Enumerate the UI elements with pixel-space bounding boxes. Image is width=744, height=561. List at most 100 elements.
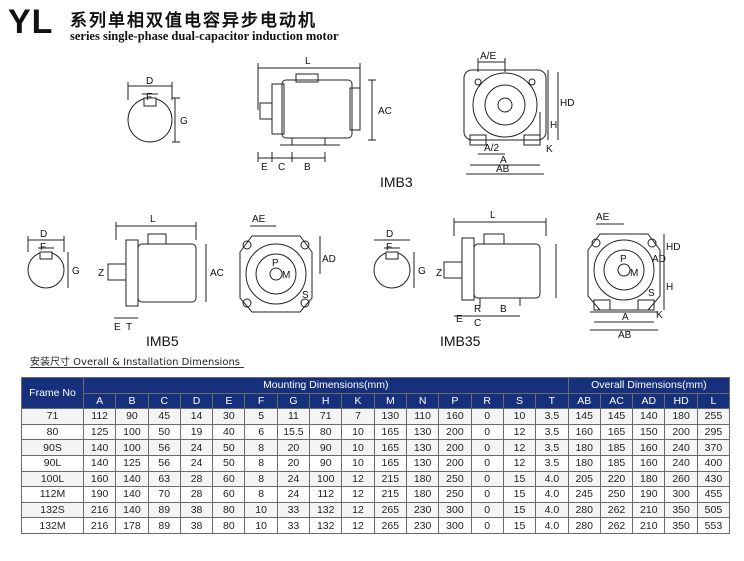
dim-a: A [500,155,507,166]
column-header-r: R [470,392,504,410]
dimension-cell: 15 [502,470,537,488]
dim-k: K [546,144,553,155]
column-header-n: N [405,392,440,410]
frame-no-cell: 132M [21,517,84,534]
shaft-end-detail-imb3 [127,82,180,143]
dimension-cell: 80 [212,517,246,534]
dimension-cell: 140 [115,501,149,519]
dimension-cell: 10 [341,423,375,441]
dimension-cell: 38 [179,501,214,519]
dimension-cell: 130 [405,439,440,456]
frame-no-cell: 71 [21,408,84,425]
dimension-cell: 100 [115,423,149,441]
dimension-cell: 20 [276,454,311,472]
column-header-t: T [535,392,569,410]
dimension-cell: 24 [179,454,214,472]
dimension-cell: 240 [664,454,698,472]
dimension-cell: 216 [82,517,117,534]
dim-g-imb35: G [418,266,426,277]
dimension-cell: 100 [115,439,149,456]
dimension-cell: 89 [147,501,181,519]
dimension-cell: 20 [276,439,311,456]
dimension-cell: 8 [244,486,278,503]
dimension-cell: 255 [696,408,731,425]
dim-r-imb35: R [474,304,481,315]
dimension-cell: 12 [341,501,375,519]
dim-g-imb5: G [72,266,80,277]
dim-h-imb35: H [666,282,673,293]
dimension-cell: 12 [341,486,375,503]
shaft-end-detail-imb35 [373,239,415,289]
dimension-cell: 71 [309,408,343,425]
dimension-cell: 15.5 [276,423,311,441]
dimension-cell: 5 [244,408,278,425]
dimension-cell: 190 [632,486,666,503]
dimension-cell: 110 [405,408,440,425]
dim-ab-imb35: AB [618,330,632,341]
dim-a-half: A/2 [484,143,499,154]
dimension-cell: 140 [632,408,666,425]
dimension-cell: 210 [632,501,666,519]
dim-h: H [550,120,557,131]
column-header-m: M [373,392,407,410]
column-header-f: F [244,392,278,410]
dim-ac-imb5: AC [210,268,224,279]
dimension-cell: 165 [373,439,407,456]
dimension-cell: 190 [82,486,117,503]
dimension-cell: 10 [244,501,278,519]
dimension-cell: 505 [696,501,731,519]
dim-c-imb35: C [474,318,481,329]
column-header-hd: HD [664,392,698,410]
dimension-cell: 12 [502,423,537,441]
imb5-flange-view [239,225,321,313]
dim-ae-imb5: AE [252,214,266,225]
dim-p-imb35: P [620,254,627,265]
dim-z-imb35: Z [436,268,442,279]
dimension-cell: 30 [212,408,246,425]
series-code: YL [8,3,54,41]
dimension-cell: 265 [373,501,407,519]
dimension-cell: 216 [82,501,117,519]
dimension-cell: 185 [599,439,634,456]
dimension-cell: 12 [341,517,375,534]
caption-imb5: IMB5 [146,333,179,349]
dimension-cell: 165 [373,454,407,472]
dimension-cell: 260 [664,470,698,488]
dimension-cell: 245 [567,486,601,503]
dimension-cell: 295 [696,423,731,441]
frame-no-cell: 90S [21,439,84,456]
dimension-cell: 132 [309,501,343,519]
dimension-cell: 40 [212,423,246,441]
dimension-cell: 38 [179,517,214,534]
dimension-cell: 60 [212,486,246,503]
dimension-cell: 160 [632,454,666,472]
dimension-cell: 200 [664,423,698,441]
column-header-a: A [82,392,117,410]
dimension-cell: 210 [632,517,666,534]
frame-no-cell: 132S [21,501,84,519]
dimension-cell: 0 [470,408,504,425]
imb3-side-view [257,63,376,162]
dimension-cell: 33 [276,501,311,519]
column-header-h: H [309,392,343,410]
column-header-b: B [115,392,149,410]
shaft-end-detail-imb5 [27,236,69,289]
dimension-cell: 50 [212,454,246,472]
dimension-cell: 140 [115,470,149,488]
dimension-cell: 215 [373,470,407,488]
column-header-d: D [179,392,214,410]
dimension-cell: 165 [373,423,407,441]
dim-c: C [278,162,285,173]
dim-p-imb5: P [272,258,279,269]
dimension-cell: 160 [632,439,666,456]
dimension-cell: 15 [502,517,537,534]
dimension-cell: 200 [438,454,472,472]
dimension-cell: 24 [276,486,311,503]
